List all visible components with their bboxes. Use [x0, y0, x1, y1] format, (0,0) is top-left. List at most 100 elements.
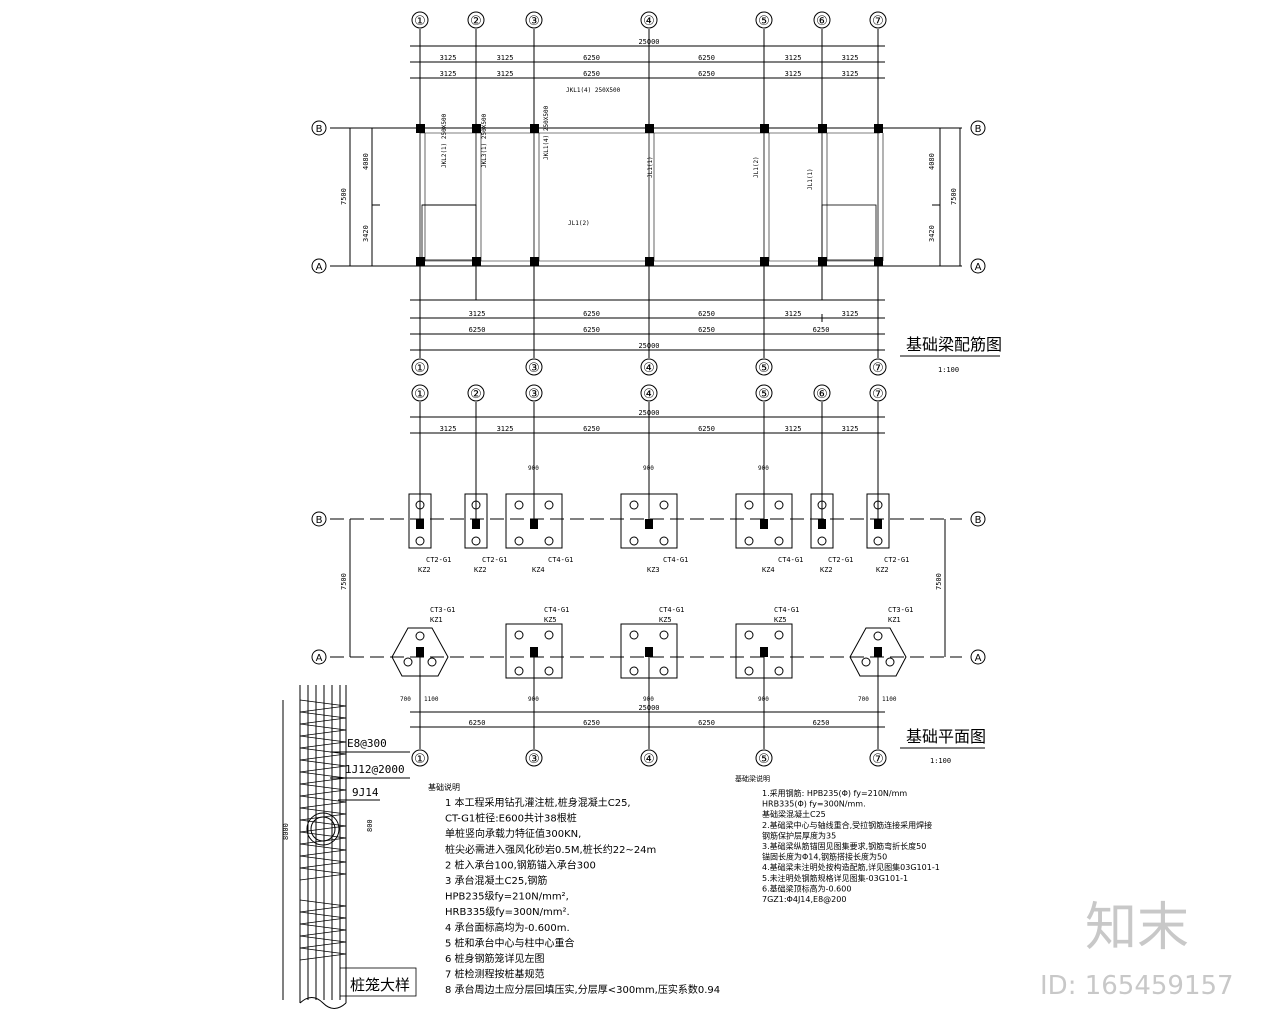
row-bubble-a-label: A	[975, 262, 982, 273]
pile-circle	[544, 536, 554, 546]
axis-bubble	[411, 358, 429, 376]
cap-label-a: CT4-G1	[774, 606, 799, 614]
axis-bubble	[525, 749, 543, 767]
left-dim: 4080	[362, 153, 370, 170]
pile-cap-4	[620, 623, 678, 679]
beam-tag: JKL1(4) 250X500	[566, 87, 621, 94]
column-block	[530, 519, 538, 529]
axis-bubble-label: ①	[414, 361, 426, 376]
note-left-line: 1 本工程采用钻孔灌注桩,桩身混凝土C25,	[445, 796, 631, 809]
cap-dim: 900	[528, 696, 539, 703]
axis-bubble	[869, 749, 887, 767]
axis-bubble-label: ④	[643, 14, 655, 29]
pile-circle	[873, 500, 883, 510]
row-bubble-b-label: B	[316, 124, 323, 135]
column-square	[472, 124, 481, 133]
pile-circle	[544, 630, 554, 640]
note-right-line: 1.采用钢筋: HPB235(Φ) fy=210N/mm	[762, 788, 907, 798]
axis-bubble	[411, 749, 429, 767]
beam-bottom-dim1-value: 6250	[583, 310, 600, 318]
cap-dim: 900	[643, 696, 654, 703]
cap-label-b: CT4-G1	[663, 556, 688, 564]
axis-bubble	[869, 384, 887, 402]
foundation-plan-scale: 1:100	[930, 757, 951, 765]
found-top-dim-value: 3125	[497, 425, 514, 433]
note-right-line: 5.未注明处钢筋规格详见图集-03G101-1	[762, 873, 908, 883]
note-left-line: 3 承台混凝土C25,钢筋	[445, 874, 547, 887]
pile-circle	[544, 666, 554, 676]
column-block	[874, 519, 882, 529]
axis-bubble	[813, 11, 831, 29]
beam-top-dim1-value: 6250	[583, 54, 600, 62]
watermark-logo: 知末	[1085, 898, 1189, 958]
col-label-b: KZ2	[418, 566, 431, 574]
row-bubble-b	[970, 511, 986, 527]
axis-bubble-label: ④	[643, 387, 655, 402]
column-square	[874, 257, 883, 266]
pile-spiral	[299, 899, 347, 961]
right-dim: 4080	[928, 153, 936, 170]
cap-dim: 1100	[882, 696, 897, 703]
column-block	[645, 519, 653, 529]
beam-top-dim1-value: 3125	[785, 54, 802, 62]
cap-label-b: CT2-G1	[884, 556, 909, 564]
pile-circle	[817, 536, 827, 546]
column-square	[645, 124, 654, 133]
left-dim: 3420	[362, 225, 370, 242]
beam-bottom-dim2-value: 6250	[583, 326, 600, 334]
row-bubble-a-label: A	[975, 653, 982, 664]
pile-circle	[774, 666, 784, 676]
found-top-dim-value: 3125	[440, 425, 457, 433]
beam-top-dim2-value: 3125	[842, 70, 859, 78]
right-dim: 3420	[928, 225, 936, 242]
beam-tag: JL1(2)	[568, 220, 590, 227]
note-right-line: 钢筋保护层厚度为35	[762, 830, 836, 840]
axis-bubble	[640, 358, 658, 376]
axis-bubble-label: ⑦	[872, 387, 884, 402]
col-label-a: KZ1	[888, 616, 901, 624]
pile-circle	[774, 536, 784, 546]
axis-bubble-label: ①	[414, 752, 426, 767]
beam-bottom-dim2-value: 6250	[469, 326, 486, 334]
axis-bubble-label: ①	[414, 14, 426, 29]
beam-top-dim2-value: 3125	[785, 70, 802, 78]
beam-top-dim1-value: 3125	[497, 54, 514, 62]
pile-cap-4	[620, 493, 678, 549]
axis-bubble-label: ⑤	[758, 14, 770, 29]
beam-plan	[330, 45, 962, 351]
beam-top-dim1-value: 3125	[842, 54, 859, 62]
notes-left: 1 本工程采用钻孔灌注桩,桩身混凝土C25,CT-G1桩径:Ε600共计38根桩…	[445, 796, 720, 996]
pile-circle	[629, 536, 639, 546]
cap-label-a: CT4-G1	[659, 606, 684, 614]
cap-dim: 700	[858, 696, 869, 703]
axis-bubble	[525, 11, 543, 29]
pile-cap-4	[505, 493, 563, 549]
pile-cap-3	[391, 627, 449, 677]
cap-dim: 900	[643, 465, 654, 472]
axis-bubble-label: ⑥	[816, 14, 828, 29]
beam-top-dim1-value: 3125	[440, 54, 457, 62]
found-total-dim-value: 25000	[638, 409, 659, 417]
col-label-b: KZ3	[647, 566, 660, 574]
axis-bubble-label: ⑤	[758, 387, 770, 402]
beam-plan-scale: 1:100	[938, 366, 959, 374]
axis-bubble	[869, 358, 887, 376]
axis-bubble-label: ⑤	[758, 361, 770, 376]
note-right-line: 4.基础梁未注明处按构造配筋,详见图集03G101-1	[762, 862, 940, 872]
pile-circle	[774, 630, 784, 640]
axis-bubble	[467, 11, 485, 29]
column-square	[818, 257, 827, 266]
found-bottom-dim-value: 6250	[469, 719, 486, 727]
pile-circle	[659, 630, 669, 640]
col-label-b: KZ4	[532, 566, 545, 574]
axis-bubble	[640, 11, 658, 29]
beam-tag: JKL1(4) 250X500	[543, 105, 550, 160]
col-label-a: KZ1	[430, 616, 443, 624]
pile-cap-4	[735, 623, 793, 679]
pile-label-main-bars: 9Ј14	[352, 786, 379, 799]
col-label-a: KZ5	[774, 616, 787, 624]
column-block	[645, 647, 653, 657]
column-block	[760, 519, 768, 529]
axis-bubble	[640, 749, 658, 767]
watermark-id: ID: 165459157	[1040, 971, 1234, 1001]
